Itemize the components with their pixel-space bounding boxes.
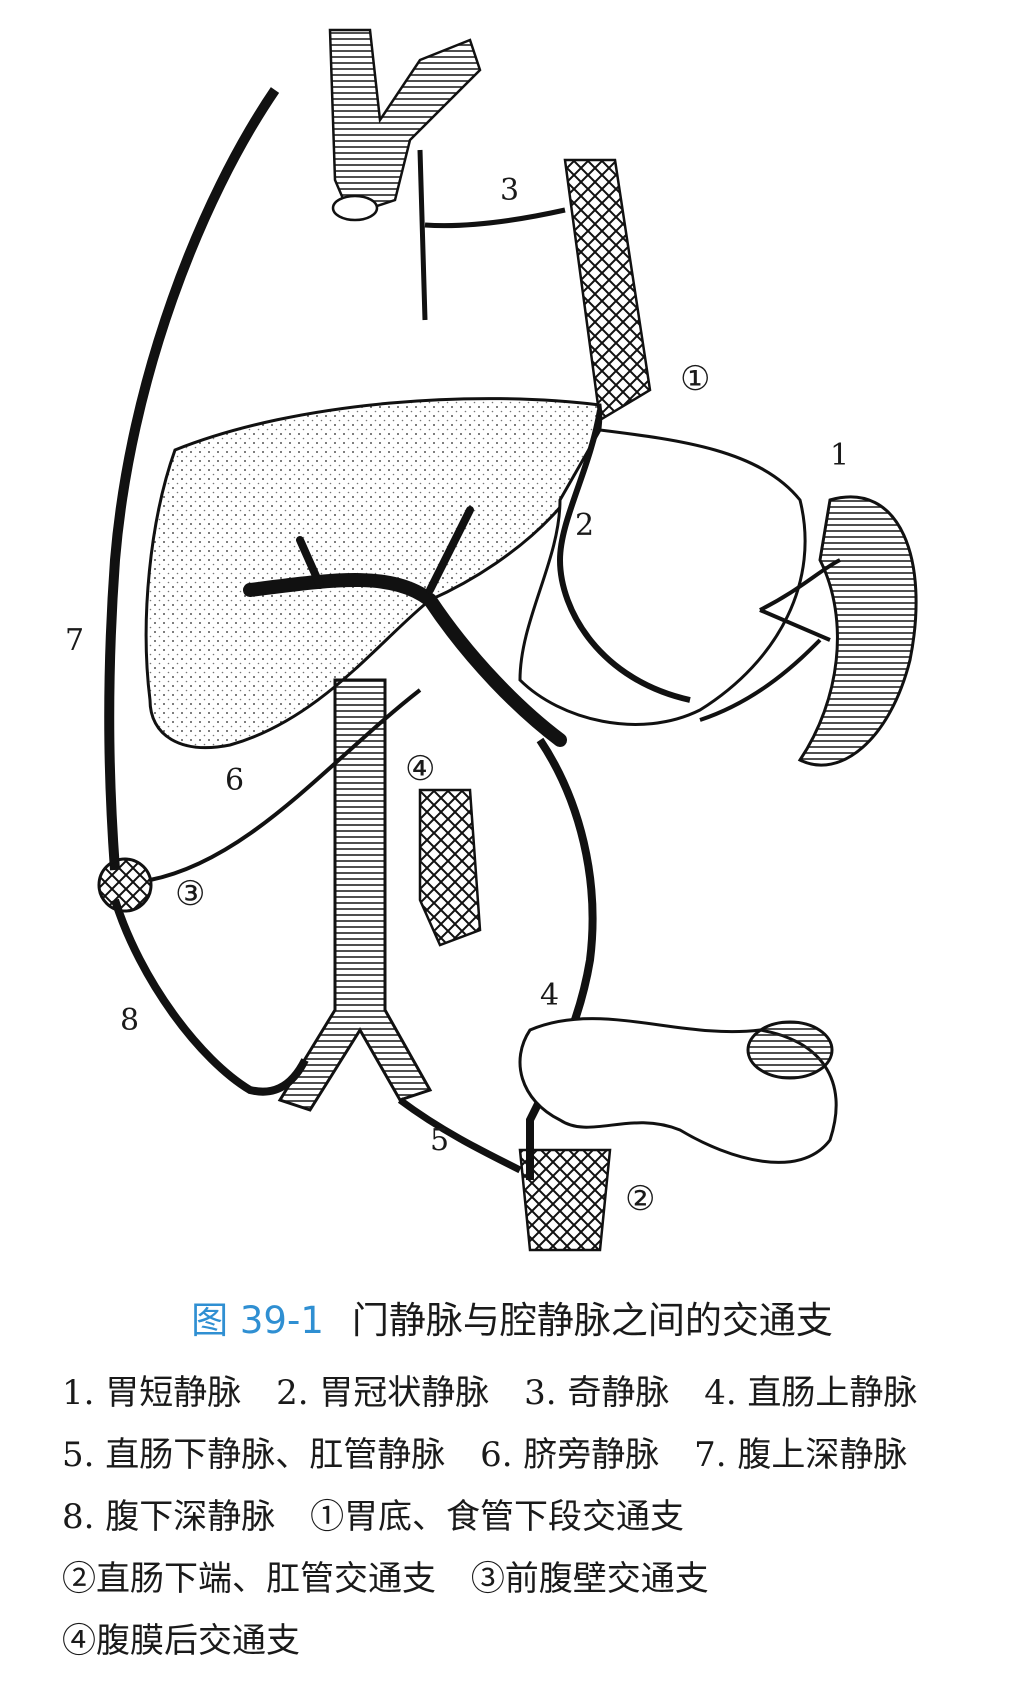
legend-item: 5. 直肠下静脉、肛管静脉 xyxy=(62,1435,445,1475)
inferior-rectal-vein xyxy=(400,1100,520,1170)
label-5: 5 xyxy=(430,1123,449,1158)
label-2: 2 xyxy=(575,508,594,543)
azygos-vein xyxy=(420,150,565,320)
label-4: 4 xyxy=(540,978,559,1013)
figure-title: 门静脉与腔静脉之间的交通支 xyxy=(352,1299,833,1342)
legend-item: 4. 直肠上静脉 xyxy=(704,1373,917,1413)
retroperitoneal-plexus xyxy=(420,790,480,945)
legend-item: 3. 奇静脉 xyxy=(524,1373,669,1413)
label-circled-1: ① xyxy=(680,359,710,399)
figure-legend: 1. 胃短静脉 2. 胃冠状静脉 3. 奇静脉 4. 直肠上静脉 5. 直肠下静… xyxy=(62,1362,962,1672)
inferior-epigastric-vein xyxy=(115,900,305,1092)
legend-item: 8. 腹下深静脉 xyxy=(62,1497,275,1537)
esophageal-plexus xyxy=(565,160,650,420)
legend-item: ①胃底、食管下段交通支 xyxy=(310,1497,684,1537)
label-8: 8 xyxy=(120,1003,139,1038)
label-circled-2: ② xyxy=(625,1179,655,1219)
legend-item: 7. 腹上深静脉 xyxy=(694,1435,907,1475)
legend-item: ③前腹壁交通支 xyxy=(471,1559,709,1599)
label-7: 7 xyxy=(65,623,84,658)
legend-item: ②直肠下端、肛管交通支 xyxy=(62,1559,436,1599)
figure-caption: 图 39-1 门静脉与腔静脉之间的交通支 xyxy=(0,1290,1024,1344)
spleen xyxy=(800,497,916,765)
legend-item: 6. 脐旁静脉 xyxy=(480,1435,659,1475)
portal-caval-anastomosis-diagram: 3 1 2 7 6 4 8 5 ① ④ ③ ② xyxy=(0,0,1024,1270)
label-3: 3 xyxy=(500,173,519,208)
legend-item: ④腹膜后交通支 xyxy=(62,1621,300,1661)
label-1: 1 xyxy=(830,438,849,473)
label-circled-3: ③ xyxy=(175,874,205,914)
superior-vena-cava xyxy=(330,30,480,220)
legend-item: 2. 胃冠状静脉 xyxy=(276,1373,489,1413)
umbilical-anastomosis xyxy=(99,859,151,911)
legend-item: 1. 胃短静脉 xyxy=(62,1373,241,1413)
label-6: 6 xyxy=(225,763,244,798)
colon-lumen xyxy=(748,1022,832,1078)
label-circled-4: ④ xyxy=(405,749,435,789)
figure-number: 图 39-1 xyxy=(191,1299,324,1342)
rectal-plexus xyxy=(520,1150,610,1250)
